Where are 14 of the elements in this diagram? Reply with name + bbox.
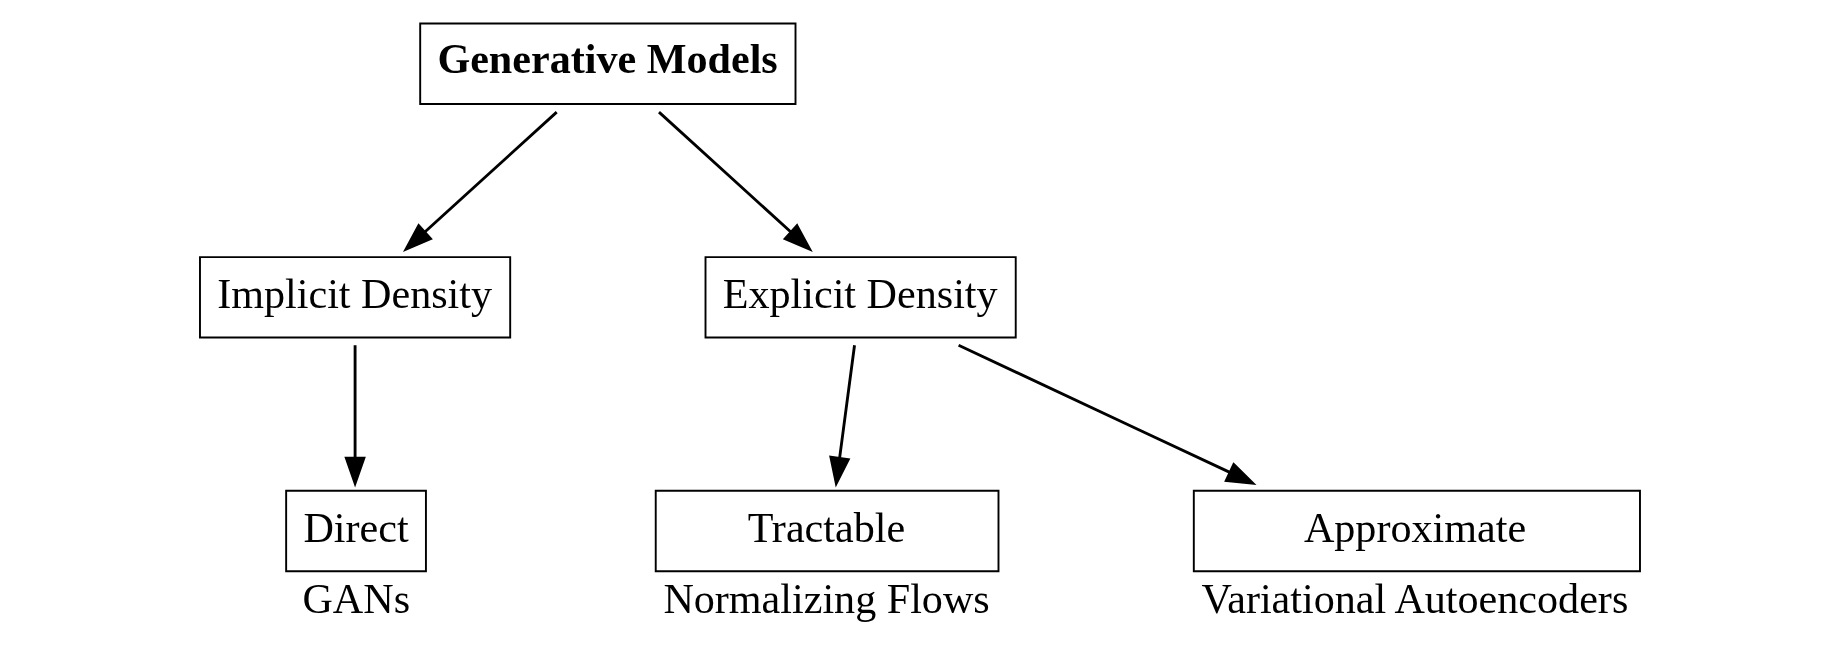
node-box: Tractable <box>654 489 1000 573</box>
arrow <box>958 343 1257 485</box>
node-box: Implicit Density <box>199 256 512 339</box>
node-box: Direct <box>285 489 427 573</box>
node-box: Approximate <box>1192 489 1641 573</box>
arrow <box>658 111 813 252</box>
node-label: Normalizing Flows <box>663 574 990 622</box>
arrow <box>344 345 366 488</box>
node-box: Explicit Density <box>704 256 1017 339</box>
arrow <box>829 345 856 488</box>
node-label: Variational Autoencoders <box>1201 574 1629 622</box>
arrow <box>402 111 558 252</box>
node-box: Generative Models <box>419 22 797 105</box>
node-label: GANs <box>302 574 411 622</box>
